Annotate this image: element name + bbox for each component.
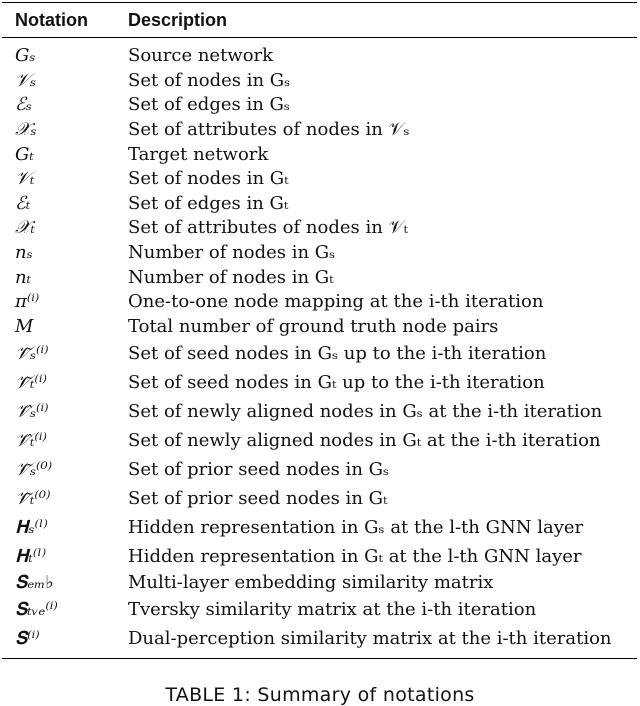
description-cell: Set of prior seed nodes in Gₜ (128, 487, 388, 509)
description-cell: One-to-one node mapping at the i-th iter… (128, 291, 544, 313)
notation-cell: nₜ (15, 266, 32, 288)
notation-cell: 𝐇ₛ⁽ˡ⁾ (15, 516, 48, 538)
notation-cell: 𝒱ₛ (15, 69, 37, 91)
table-row: ℰₜ Set of edges in Gₜ (2, 192, 637, 217)
table-caption: TABLE 1: Summary of notations (165, 684, 475, 706)
description-cell: Source network (128, 45, 274, 67)
description-cell: Dual-perception similarity matrix at the… (128, 628, 612, 650)
description-cell: Number of nodes in Gₛ (128, 242, 336, 264)
description-cell: Set of newly aligned nodes in Gₜ at the … (128, 429, 601, 451)
table-row: nₛ Number of nodes in Gₛ (2, 241, 637, 266)
description-cell: Set of edges in Gₛ (128, 94, 290, 116)
description-cell: Set of edges in Gₜ (128, 192, 289, 214)
notation-cell: π⁽ⁱ⁾ (15, 291, 40, 313)
notation-cell: 𝒱̂ₜ⁽ⁱ⁾ (15, 429, 47, 451)
description-cell: Tversky similarity matrix at the i-th it… (128, 599, 537, 621)
description-cell: Multi-layer embedding similarity matrix (128, 572, 494, 594)
notation-cell: 𝐇ₜ⁽ˡ⁾ (15, 545, 47, 567)
header-description: Description (128, 9, 228, 30)
table-row: nₜ Number of nodes in Gₜ (2, 265, 637, 290)
description-cell: Set of seed nodes in Gₜ up to the i-th i… (128, 371, 545, 393)
table-row: 𝒱ₜ Set of nodes in Gₜ (2, 167, 637, 192)
table-row: 𝐒ₜᵥₑ⁽ⁱ⁾ Tversky similarity matrix at the … (2, 596, 637, 625)
notation-cell: 𝐒ₜᵥₑ⁽ⁱ⁾ (15, 599, 58, 621)
table-row: 𝒳ₜ Set of attributes of nodes in 𝒱ₜ (2, 216, 637, 241)
description-cell: Hidden representation in Gₛ at the l-th … (128, 516, 584, 538)
table-row: 𝒱̃ₜ⁽ⁱ⁾ Set of seed nodes in Gₜ up to the … (2, 368, 637, 397)
description-cell: Number of nodes in Gₜ (128, 266, 334, 288)
notation-cell: M (15, 315, 34, 337)
notation-cell: 𝒳ₛ (15, 119, 37, 141)
table-row: Gₜ Target network (2, 142, 637, 167)
description-cell: Set of nodes in Gₜ (128, 168, 289, 190)
notation-cell: nₛ (15, 242, 33, 264)
table-row: 𝐒⁽ⁱ⁾ Dual-perception similarity matrix at… (2, 625, 637, 654)
table-top-rule (2, 2, 637, 3)
table-row: M Total number of ground truth node pairs (2, 315, 637, 340)
notation-cell: ℰₛ (15, 94, 32, 116)
table-header-rule (2, 37, 637, 38)
table-header-row: Notation Description (2, 3, 637, 37)
table-bottom-rule (2, 657, 637, 659)
description-cell: Set of prior seed nodes in Gₛ (128, 458, 390, 480)
table-row: π⁽ⁱ⁾ One-to-one node mapping at the i-th … (2, 290, 637, 315)
table-row: 𝒱̃ₛ⁽ⁱ⁾ Set of seed nodes in Gₛ up to the … (2, 339, 637, 368)
table-row: 𝒱̂ₛ⁽ⁱ⁾ Set of newly aligned nodes in Gₛ a… (2, 397, 637, 426)
notation-cell: 𝐒⁽ⁱ⁾ (15, 628, 40, 650)
table-row: 𝒳ₛ Set of attributes of nodes in 𝒱ₛ (2, 118, 637, 143)
table-row: 𝐒ₑₘ♭ Multi-layer embedding similarity mat… (2, 571, 637, 596)
table-row: 𝒱̃ₜ⁽⁰⁾ Set of prior seed nodes in Gₜ (2, 484, 637, 513)
table-row: Gₛ Source network (2, 44, 637, 69)
description-cell: Set of seed nodes in Gₛ up to the i-th i… (128, 342, 547, 364)
notation-cell: 𝒱̃ₜ⁽⁰⁾ (15, 487, 51, 509)
notation-cell: ℰₜ (15, 192, 31, 214)
table-row: 𝒱̃ₛ⁽⁰⁾ Set of prior seed nodes in Gₛ (2, 455, 637, 484)
description-cell: Set of attributes of nodes in 𝒱ₜ (128, 217, 408, 239)
notation-cell: 𝒳ₜ (15, 217, 35, 239)
header-notation: Notation (15, 9, 88, 30)
description-cell: Set of nodes in Gₛ (128, 69, 291, 91)
description-cell: Hidden representation in Gₜ at the l-th … (128, 545, 582, 567)
table-row: 𝒱̂ₜ⁽ⁱ⁾ Set of newly aligned nodes in Gₜ a… (2, 426, 637, 455)
description-cell: Set of attributes of nodes in 𝒱ₛ (128, 119, 410, 141)
description-cell: Target network (128, 143, 269, 165)
table-row: 𝒱ₛ Set of nodes in Gₛ (2, 69, 637, 94)
table-row: 𝐇ₛ⁽ˡ⁾ Hidden representation in Gₛ at the … (2, 513, 637, 542)
notation-cell: 𝒱̂ₛ⁽ⁱ⁾ (15, 400, 49, 422)
description-cell: Set of newly aligned nodes in Gₛ at the … (128, 400, 603, 422)
table-row: ℰₛ Set of edges in Gₛ (2, 93, 637, 118)
description-cell: Total number of ground truth node pairs (128, 315, 499, 337)
notation-cell: Gₛ (15, 45, 36, 67)
notation-cell: 𝒱̃ₛ⁽ⁱ⁾ (15, 342, 49, 364)
notation-cell: Gₜ (15, 143, 34, 165)
notation-cell: 𝒱ₜ (15, 168, 35, 190)
notation-cell: 𝒱̃ₛ⁽⁰⁾ (15, 458, 53, 480)
table-row: 𝐇ₜ⁽ˡ⁾ Hidden representation in Gₜ at the … (2, 542, 637, 571)
notation-cell: 𝒱̃ₜ⁽ⁱ⁾ (15, 371, 47, 393)
notation-cell: 𝐒ₑₘ♭ (15, 572, 54, 594)
